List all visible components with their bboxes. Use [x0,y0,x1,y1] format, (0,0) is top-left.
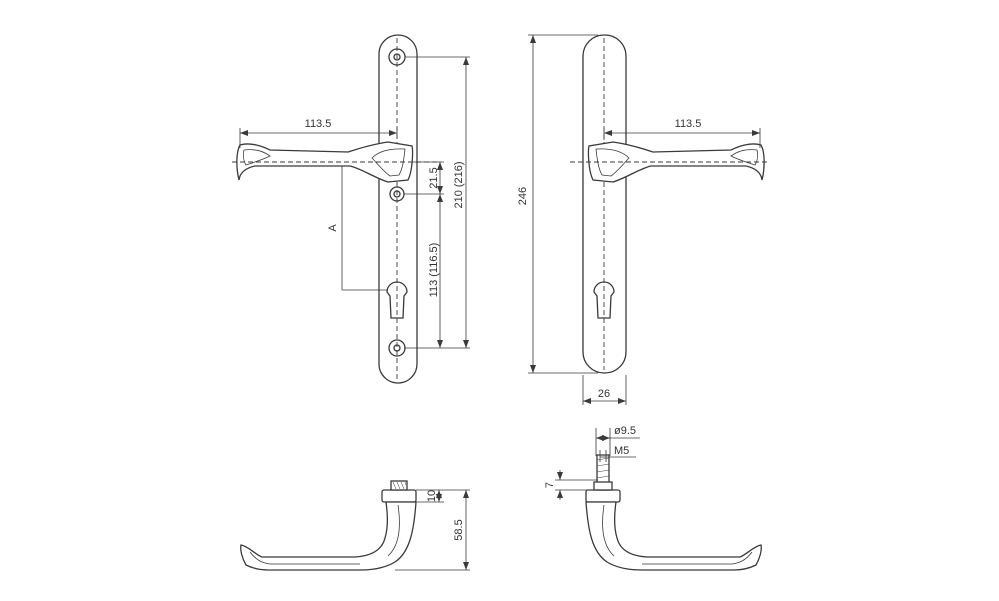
front-backplate [378,34,418,384]
dim-plate-width: 26 [598,388,610,400]
side-left-dimensions: 10 58.5 [395,489,470,571]
side-view-right [585,454,762,571]
dim-lever-to-cylinder: 113 (116.5) [428,243,440,298]
dim-bolt-thread: M5 [614,445,629,457]
side-lever-right [585,501,762,571]
back-backplate [582,34,627,374]
dim-spindle-height: 10 [426,490,438,502]
dim-offset-a: A [327,224,339,232]
side-view-left [240,480,417,571]
dim-lever-to-screw: 21.5 [428,167,440,188]
side-right-dimensions: ø9.5 M5 7 [544,425,640,500]
dim-bolt-diameter: ø9.5 [614,425,636,437]
dim-fixing-centres: 210 (216) [453,161,465,208]
dim-front-projection: 113.5 [305,118,332,130]
side-lever-left [240,501,417,571]
dim-overall-height: 246 [517,187,529,205]
front-dimensions: 113.5 A 21.5 113 (116.5) 210 (216) [239,56,470,349]
dim-back-projection: 113.5 [675,118,702,130]
dim-side-lever-height: 58.5 [453,519,465,540]
dim-bolt-height: 7 [544,482,556,488]
back-dimensions: 113.5 246 26 [517,34,761,405]
back-view [570,34,770,374]
front-view [232,34,440,384]
back-cylinder-cutout [593,281,615,319]
cylinder-cutout [386,281,408,319]
